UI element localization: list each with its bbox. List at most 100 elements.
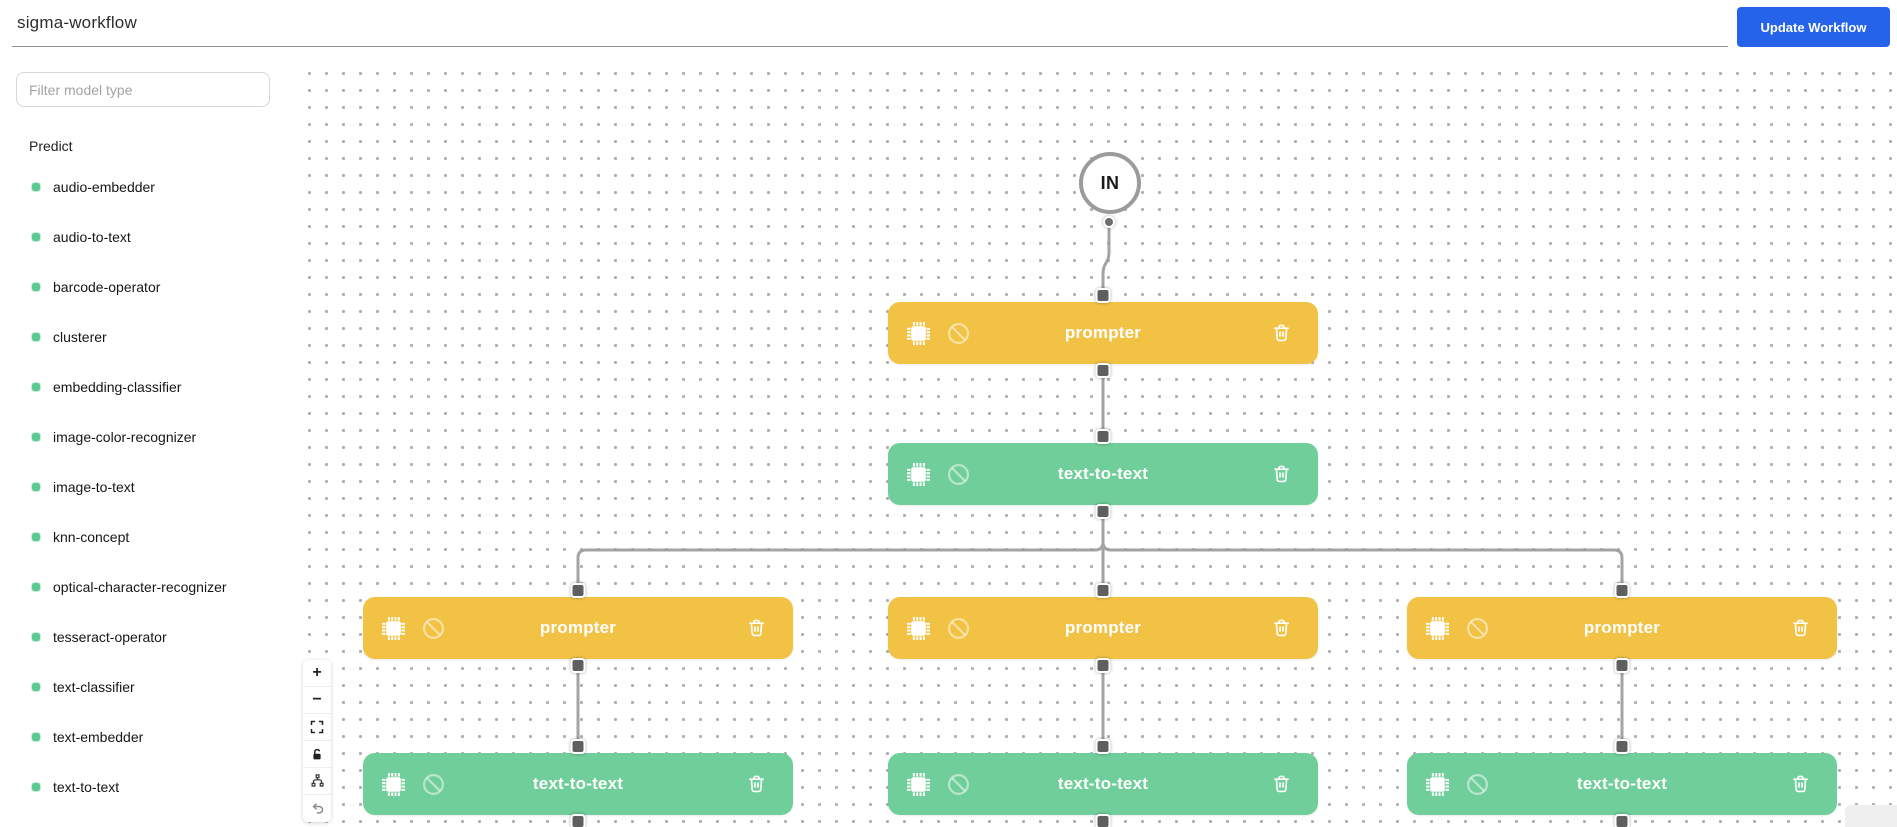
node-target-handle[interactable] [570, 739, 586, 754]
filter-model-input[interactable] [16, 72, 270, 107]
sidebar-item-text-classifier[interactable]: text-classifier [0, 662, 294, 712]
node-prompter-center[interactable]: prompter [888, 583, 1318, 673]
node-source-handle[interactable] [1095, 814, 1111, 827]
delete-node-button[interactable] [1271, 322, 1292, 344]
prohibition-icon [948, 463, 969, 485]
chip-icon [907, 616, 930, 640]
sidebar-item-label: clusterer [53, 328, 107, 345]
undo-button[interactable] [303, 795, 331, 822]
fit-view-button[interactable] [303, 714, 331, 741]
node-prompter-right[interactable]: prompter [1407, 583, 1837, 673]
chip-icon [382, 772, 405, 796]
prohibition-icon [948, 322, 969, 344]
zoom-in-button[interactable]: + [303, 660, 331, 687]
sidebar-item-knn-concept[interactable]: knn-concept [0, 512, 294, 562]
sidebar-item-label: image-to-text [53, 478, 135, 495]
sidebar-item-label: text-classifier [53, 678, 135, 695]
delete-node-button[interactable] [746, 773, 767, 795]
model-icon [31, 732, 41, 742]
chip-icon [907, 462, 930, 486]
delete-node-button[interactable] [1271, 773, 1292, 795]
predict-section-label: Predict [29, 138, 73, 154]
workflow-title[interactable]: sigma-workflow [17, 13, 137, 32]
sidebar-item-embedding-classifier[interactable]: embedding-classifier [0, 362, 294, 412]
delete-node-button[interactable] [746, 617, 767, 639]
sidebar-item-tesseract-operator[interactable]: tesseract-operator [0, 612, 294, 662]
prohibition-icon [1467, 617, 1488, 639]
node-source-handle[interactable] [1614, 814, 1630, 827]
sidebar-item-label: text-to-text [53, 778, 120, 795]
node-target-handle[interactable] [1614, 739, 1630, 754]
node-prompter-top[interactable]: prompter [888, 288, 1318, 378]
sidebar-item-label: barcode-operator [53, 278, 161, 295]
in-node-source-handle[interactable] [1103, 216, 1115, 228]
node-target-handle[interactable] [1095, 583, 1111, 598]
sidebar-item-image-color-recognizer[interactable]: image-color-recognizer [0, 412, 294, 462]
trash-icon [1793, 619, 1808, 637]
node-text-to-text-left[interactable]: text-to-text [363, 739, 793, 827]
chip-icon [382, 616, 405, 640]
sidebar-item-label: image-color-recognizer [53, 428, 197, 445]
delete-node-button[interactable] [1790, 773, 1811, 795]
trash-icon [749, 619, 764, 637]
node-target-handle[interactable] [1095, 739, 1111, 754]
trigger-in-node[interactable]: IN [1079, 152, 1141, 214]
sidebar-item-audio-to-text[interactable]: audio-to-text [0, 212, 294, 262]
node-source-handle[interactable] [1095, 504, 1111, 519]
node-source-handle[interactable] [570, 814, 586, 827]
node-source-handle[interactable] [570, 658, 586, 673]
sidebar-item-label: tesseract-operator [53, 628, 167, 645]
node-target-handle[interactable] [1095, 288, 1111, 303]
chip-icon [1426, 616, 1449, 640]
model-list: audio-embedder audio-to-text barcode-opera… [0, 162, 294, 812]
node-text-to-text-right[interactable]: text-to-text [1407, 739, 1837, 827]
node-source-handle[interactable] [1095, 363, 1111, 378]
sidebar-item-label: optical-character-recognizer [53, 578, 227, 595]
node-text-to-text-mid[interactable]: text-to-text [888, 429, 1318, 519]
auto-layout-icon [310, 774, 325, 788]
model-icon [31, 332, 41, 342]
zoom-in-icon: + [312, 664, 322, 681]
model-icon [31, 782, 41, 792]
sidebar-item-label: audio-embedder [53, 178, 155, 195]
trash-icon [1274, 465, 1289, 483]
chip-icon [907, 321, 930, 345]
node-source-handle[interactable] [1095, 658, 1111, 673]
model-icon [31, 282, 41, 292]
sidebar-item-image-to-text[interactable]: image-to-text [0, 462, 294, 512]
sidebar-item-text-to-text[interactable]: text-to-text [0, 762, 294, 812]
sidebar-item-clusterer[interactable]: clusterer [0, 312, 294, 362]
lock-button[interactable] [303, 741, 331, 768]
sidebar-item-label: text-embedder [53, 728, 144, 745]
auto-layout-button[interactable] [303, 768, 331, 795]
zoom-out-icon: − [312, 691, 322, 708]
lock-icon [310, 747, 324, 761]
in-node-label: IN [1100, 172, 1120, 193]
node-source-handle[interactable] [1614, 658, 1630, 673]
node-target-handle[interactable] [1614, 583, 1630, 598]
delete-node-button[interactable] [1271, 617, 1292, 639]
trash-icon [1274, 775, 1289, 793]
node-prompter-left[interactable]: prompter [363, 583, 793, 673]
model-icon [31, 582, 41, 592]
sidebar-item-label: audio-to-text [53, 228, 131, 245]
model-icon [31, 182, 41, 192]
chip-icon [907, 772, 930, 796]
prohibition-icon [948, 617, 969, 639]
sidebar-item-audio-embedder[interactable]: audio-embedder [0, 162, 294, 212]
fit-view-icon [310, 720, 324, 734]
sidebar-item-optical-character-recognizer[interactable]: optical-character-recognizer [0, 562, 294, 612]
update-workflow-button[interactable]: Update Workflow [1737, 7, 1890, 47]
trash-icon [1274, 324, 1289, 342]
node-target-handle[interactable] [570, 583, 586, 598]
trash-icon [749, 775, 764, 793]
node-target-handle[interactable] [1095, 429, 1111, 444]
node-text-to-text-center[interactable]: text-to-text [888, 739, 1318, 827]
sidebar-item-barcode-operator[interactable]: barcode-operator [0, 262, 294, 312]
delete-node-button[interactable] [1271, 463, 1292, 485]
sidebar-item-text-embedder[interactable]: text-embedder [0, 712, 294, 762]
reactflow-attribution [1845, 805, 1897, 827]
zoom-out-button[interactable]: − [303, 687, 331, 714]
delete-node-button[interactable] [1790, 617, 1811, 639]
